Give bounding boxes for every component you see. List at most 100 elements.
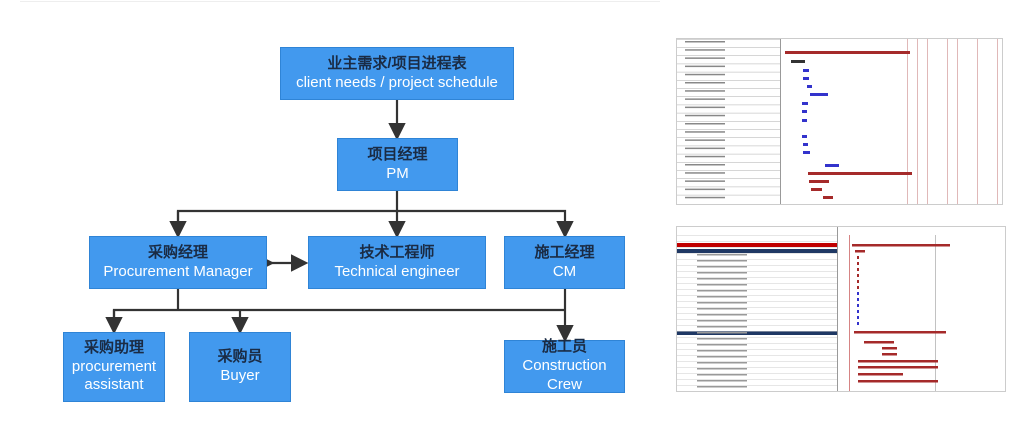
gantt-bar xyxy=(857,262,859,265)
row-line xyxy=(677,241,837,242)
row-line xyxy=(677,373,837,374)
gantt-bar xyxy=(857,298,859,301)
row-line xyxy=(677,367,837,368)
row-line xyxy=(677,112,780,114)
row-line xyxy=(677,283,837,284)
box-label-zh: 采购助理 xyxy=(83,338,144,356)
row-text xyxy=(685,188,725,191)
row-line xyxy=(677,47,780,48)
grid-line xyxy=(917,39,918,204)
gantt-bar xyxy=(823,196,833,199)
box-label-en: Procurement Manager xyxy=(103,262,253,280)
row-text xyxy=(697,386,747,388)
gantt-bar xyxy=(857,292,859,295)
row-text xyxy=(697,380,747,382)
summary-row xyxy=(677,243,837,247)
row-text xyxy=(697,356,747,358)
box-label-zh: 业主需求/项目进程表 xyxy=(327,54,467,72)
gantt-bar xyxy=(807,85,812,88)
connector-lines xyxy=(105,100,574,343)
row-line xyxy=(677,355,837,356)
row-text xyxy=(697,272,747,274)
row-line xyxy=(677,145,780,147)
gantt-bar xyxy=(858,373,903,376)
row-line xyxy=(677,277,837,278)
box-label-zh: 项目经理 xyxy=(367,145,428,163)
grid-line xyxy=(927,39,928,204)
header-row xyxy=(677,331,837,335)
row-line xyxy=(677,295,837,296)
row-line xyxy=(677,96,780,97)
row-text xyxy=(685,172,725,174)
cm-box: 施工经理 CM xyxy=(504,236,625,289)
row-line xyxy=(677,271,837,272)
row-text xyxy=(685,73,725,76)
box-label-zh: 采购经理 xyxy=(147,243,208,261)
gantt-bar xyxy=(802,102,808,105)
gantt-bar xyxy=(810,93,828,96)
technical-engineer-box: 技术工程师 Technical engineer xyxy=(308,236,486,289)
row-line xyxy=(677,186,780,188)
row-text xyxy=(685,180,725,182)
gantt-bar xyxy=(858,366,938,369)
grid-line xyxy=(957,39,958,204)
row-line xyxy=(677,55,780,56)
row-text xyxy=(697,320,747,322)
row-text xyxy=(685,155,725,158)
client-needs-box: 业主需求/项目进程表 client needs / project schedu… xyxy=(280,47,514,100)
row-text xyxy=(697,302,747,304)
grid-line xyxy=(997,39,998,204)
today-line xyxy=(849,235,850,391)
row-line xyxy=(677,247,837,248)
row-line xyxy=(677,39,780,40)
gantt-bar xyxy=(882,347,897,350)
box-label-zh: 施工经理 xyxy=(534,243,595,261)
gantt-bar xyxy=(857,274,859,277)
row-text xyxy=(685,114,725,117)
row-line xyxy=(677,301,837,302)
row-text xyxy=(697,344,747,346)
gantt-schedule-image-1 xyxy=(676,38,1003,205)
row-text xyxy=(697,332,747,334)
box-label-en: procurement assistant xyxy=(71,357,157,394)
gantt-bar xyxy=(803,151,810,154)
grid-line xyxy=(947,39,948,204)
row-text xyxy=(685,90,725,92)
row-text xyxy=(685,164,725,166)
row-text xyxy=(685,131,725,133)
row-text xyxy=(685,196,725,199)
branch-pm-cm xyxy=(176,209,574,239)
row-text xyxy=(685,65,725,68)
gantt-bar xyxy=(857,268,859,271)
row-line xyxy=(677,337,837,338)
gantt-bar xyxy=(857,322,859,325)
gantt-bar xyxy=(857,280,859,283)
gantt-bar xyxy=(857,286,859,289)
gantt-bar xyxy=(857,310,859,313)
grid-line xyxy=(907,39,908,204)
grid-line xyxy=(935,235,936,391)
row-line xyxy=(677,88,780,89)
row-text xyxy=(685,82,725,84)
row-text xyxy=(697,374,747,376)
gantt-bar xyxy=(864,341,894,344)
gantt-bar xyxy=(852,244,950,247)
row-line xyxy=(677,361,837,362)
gantt-bar xyxy=(803,69,809,72)
box-label-en: CM xyxy=(552,262,577,280)
gantt-bar xyxy=(809,180,829,183)
row-text xyxy=(685,57,725,59)
row-text xyxy=(697,254,747,256)
box-label-en: PM xyxy=(386,164,409,182)
gantt-bar xyxy=(803,77,809,80)
buyer-box: 采购员 Buyer xyxy=(189,332,291,402)
row-text xyxy=(685,106,725,109)
row-text xyxy=(685,139,725,141)
box-label-en: Buyer xyxy=(220,367,260,384)
gantt-bar xyxy=(803,143,808,146)
row-line xyxy=(677,331,837,332)
row-line xyxy=(677,307,837,308)
row-line xyxy=(677,289,837,290)
header-row xyxy=(677,249,837,253)
row-line xyxy=(677,129,780,130)
